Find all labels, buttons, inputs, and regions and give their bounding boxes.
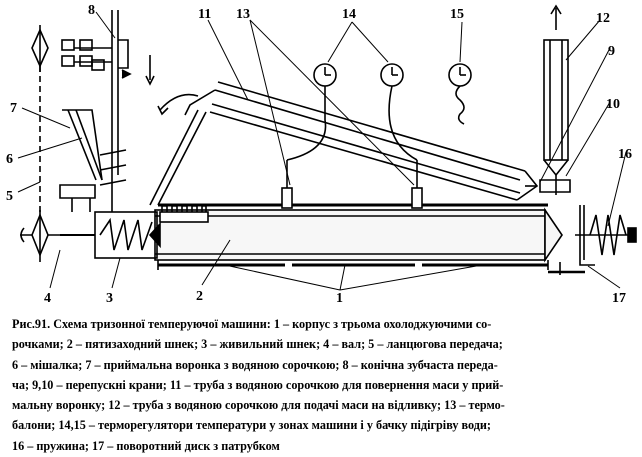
bypass-valves xyxy=(525,179,571,193)
label-12: 12 xyxy=(596,11,610,26)
thermo-bulb-left xyxy=(281,160,293,209)
tempering-machine-diagram: 1 2 3 4 5 6 7 8 9 10 11 12 13 14 15 16 1… xyxy=(6,3,637,306)
caption-line: ча; 9,10 – перепускні крани; 11 – труба … xyxy=(12,377,504,392)
label-10: 10 xyxy=(606,97,620,112)
label-4: 4 xyxy=(44,291,51,306)
label-3: 3 xyxy=(106,291,113,306)
caption-line: 6 – мішалка; 7 – приймальна воронка з во… xyxy=(12,357,498,372)
figure-caption: Рис.91. Схема тризонної темперуючої маши… xyxy=(12,314,632,456)
thermoregulator-2 xyxy=(380,63,418,161)
thermo-bulb-right xyxy=(411,160,423,209)
caption-line: мальну воронку; 12 – труба з водяною сор… xyxy=(12,398,505,413)
machine-body xyxy=(154,203,563,270)
rotary-disk xyxy=(548,262,585,275)
label-16: 16 xyxy=(618,147,632,162)
mixer xyxy=(99,149,127,212)
label-17: 17 xyxy=(612,291,626,306)
bevel-gear xyxy=(61,10,155,175)
return-pipe xyxy=(149,81,539,206)
feed-screw xyxy=(99,217,161,251)
label-1: 1 xyxy=(336,291,343,306)
label-7: 7 xyxy=(10,101,17,116)
label-15: 15 xyxy=(450,7,464,22)
caption-line: рочками; 2 – пятизаходний шнек; 3 – живи… xyxy=(12,337,503,352)
label-11: 11 xyxy=(198,7,211,22)
label-6: 6 xyxy=(6,152,13,167)
toothed-wheel xyxy=(159,205,209,223)
drive-sprocket-top xyxy=(31,25,49,72)
leader-lines xyxy=(17,11,627,291)
receiving-hopper xyxy=(59,109,103,212)
label-5: 5 xyxy=(6,189,13,204)
drive-sprocket-bottom xyxy=(20,210,49,262)
label-2: 2 xyxy=(196,289,203,304)
caption-line: Рис.91. Схема тризонної темперуючої маши… xyxy=(12,317,492,331)
label-13: 13 xyxy=(236,7,250,22)
thermoregulator-3 xyxy=(448,63,472,125)
thermoregulator-1 xyxy=(286,63,337,161)
caption-line: балони; 14,15 – терморегулятори температ… xyxy=(12,418,491,433)
label-8: 8 xyxy=(88,3,95,18)
spring xyxy=(579,205,637,266)
label-14: 14 xyxy=(342,7,356,22)
label-9: 9 xyxy=(608,44,615,59)
caption-line: 16 – пружина; 17 – поворотний диск з пат… xyxy=(12,438,280,453)
